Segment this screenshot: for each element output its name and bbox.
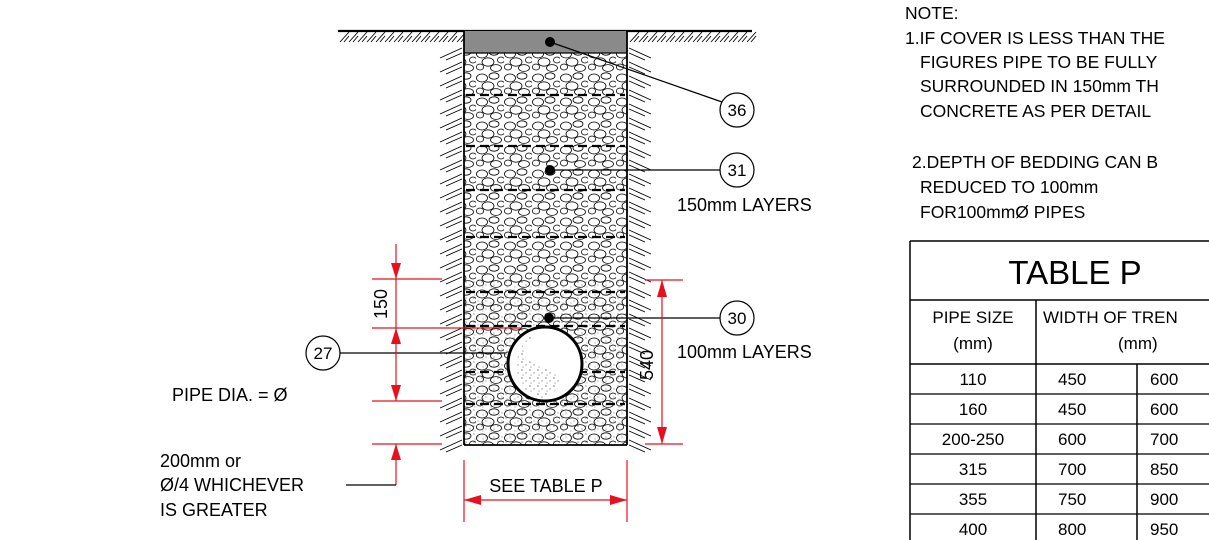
col1-header-line1: PIPE SIZE — [932, 308, 1013, 327]
callout-36: 36 — [545, 37, 755, 128]
svg-text:CONCRETE AS PER DETAIL: CONCRETE AS PER DETAIL — [920, 101, 1151, 121]
svg-text:1.IF COVER IS LESS THAN THE: 1.IF COVER IS LESS THAN THE — [905, 28, 1165, 48]
svg-text:Ø/4 WHICHEVER: Ø/4 WHICHEVER — [160, 475, 304, 495]
ground-surface — [338, 29, 757, 453]
callout-36-text: 36 — [728, 101, 747, 120]
table-cell: 600 — [1150, 400, 1178, 419]
table-cell: 200-250 — [942, 430, 1004, 449]
callout-30: 30 100mm LAYERS — [544, 300, 812, 362]
table-cell: 110 — [959, 370, 986, 389]
table-cell: 400 — [959, 520, 987, 539]
notes-block: NOTE: 1.IF COVER IS LESS THAN THE FIGURE… — [905, 3, 1165, 222]
col2-header-line2: (mm) — [1118, 334, 1158, 353]
pipe — [506, 325, 584, 403]
col1-header-line2: (mm) — [953, 334, 993, 353]
bedding-label: 200mm or Ø/4 WHICHEVER IS GREATER — [160, 451, 396, 520]
svg-text:IS GREATER: IS GREATER — [160, 500, 268, 520]
table-cell: 450 — [1058, 370, 1086, 389]
layers-100-label: 100mm LAYERS — [677, 342, 812, 362]
svg-text:200mm or: 200mm or — [160, 451, 241, 471]
table-p — [909, 240, 1209, 540]
svg-text:2.DEPTH OF BEDDING CAN B: 2.DEPTH OF BEDDING CAN B — [912, 152, 1158, 172]
table-cell: 315 — [959, 460, 987, 479]
col2-header-line1: WIDTH OF TREN — [1043, 308, 1178, 327]
svg-text:FIGURES PIPE TO BE FULLY: FIGURES PIPE TO BE FULLY — [920, 52, 1158, 72]
table-cell: 600 — [1058, 430, 1086, 449]
table-cell: 900 — [1150, 490, 1178, 509]
table-body: 110 450 600 160 450 600 200-250 600 700 315 700 850… — [942, 370, 1179, 539]
see-table-label: SEE TABLE P — [489, 476, 602, 496]
table-cell: 355 — [959, 490, 987, 509]
table-title: TABLE P — [1008, 254, 1141, 291]
layers-150-label: 150mm LAYERS — [677, 195, 812, 215]
pipe-dia-label: PIPE DIA. = Ø — [172, 385, 288, 405]
callout-27-text: 27 — [314, 344, 333, 363]
svg-text:FOR100mmØ PIPES: FOR100mmØ PIPES — [920, 202, 1085, 222]
table-cell: 450 — [1058, 400, 1086, 419]
table-cell: 750 — [1058, 490, 1086, 509]
table-cell: 850 — [1150, 460, 1178, 479]
table-cell: 700 — [1058, 460, 1086, 479]
table-cell: 600 — [1150, 370, 1178, 389]
table-cell: 950 — [1150, 520, 1178, 539]
table-cell: 160 — [959, 400, 987, 419]
dimension-lines — [372, 244, 683, 522]
table-cell: 700 — [1150, 430, 1178, 449]
dim-150: 150 — [371, 289, 391, 319]
callout-31: 31 150mm LAYERS — [545, 152, 812, 215]
dim-540: 540 — [637, 350, 657, 380]
callout-31-text: 31 — [728, 161, 747, 180]
callout-27: 27 — [305, 335, 505, 371]
svg-text:SURROUNDED IN 150mm TH: SURROUNDED IN 150mm TH — [920, 76, 1159, 96]
notes-heading: NOTE: — [905, 3, 958, 23]
svg-text:REDUCED TO 100mm: REDUCED TO 100mm — [920, 177, 1098, 197]
callout-30-text: 30 — [728, 309, 747, 328]
table-cell: 800 — [1058, 520, 1086, 539]
